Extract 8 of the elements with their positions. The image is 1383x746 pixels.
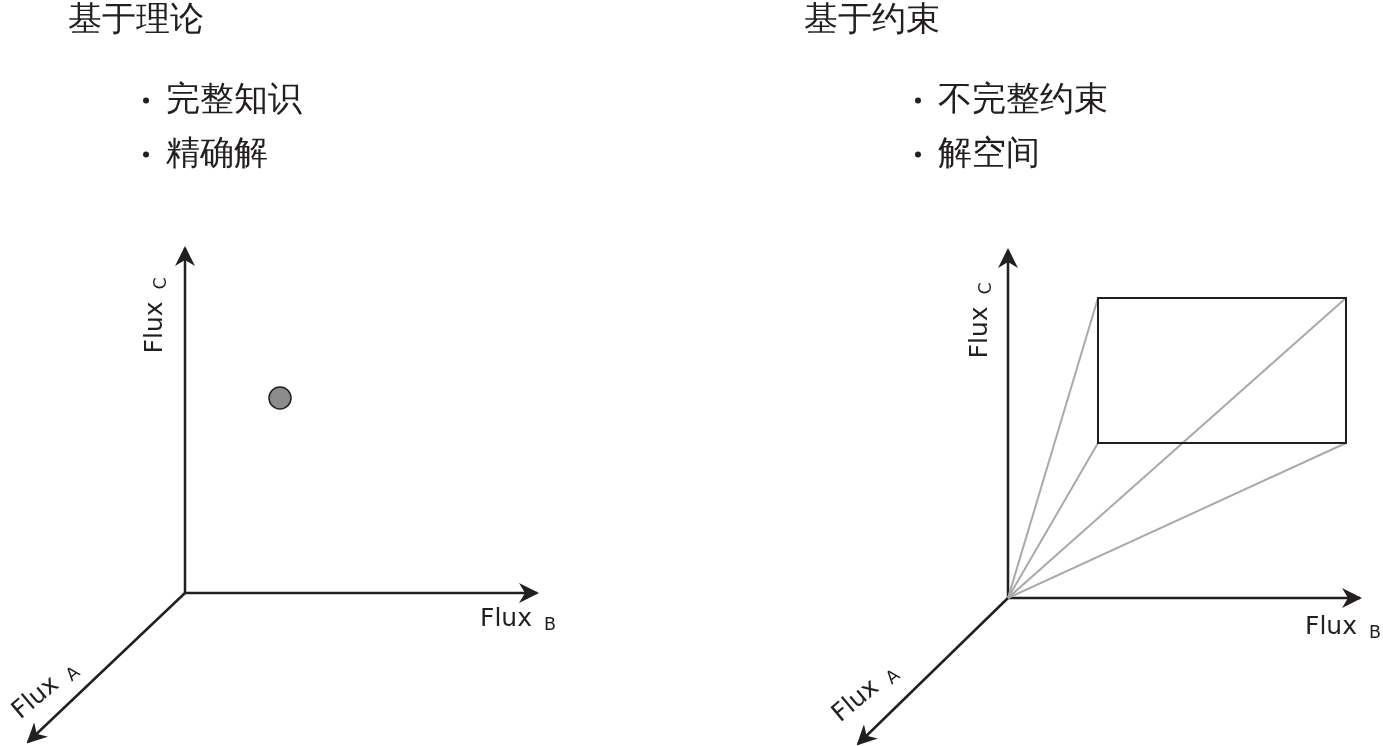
bullet-text: 完整知识 <box>166 80 302 118</box>
bullet-text: 不完整约束 <box>938 80 1108 118</box>
panel-heading: 基于理论 <box>68 0 204 38</box>
bullet-text: 解空间 <box>938 134 1040 172</box>
axis-label: Flux $_{B}$ <box>1305 612 1381 643</box>
bullet-text: 精确解 <box>166 134 268 172</box>
axis-label: Flux $_{B}$ <box>480 604 556 635</box>
panel-heading: 基于约束 <box>804 0 940 38</box>
